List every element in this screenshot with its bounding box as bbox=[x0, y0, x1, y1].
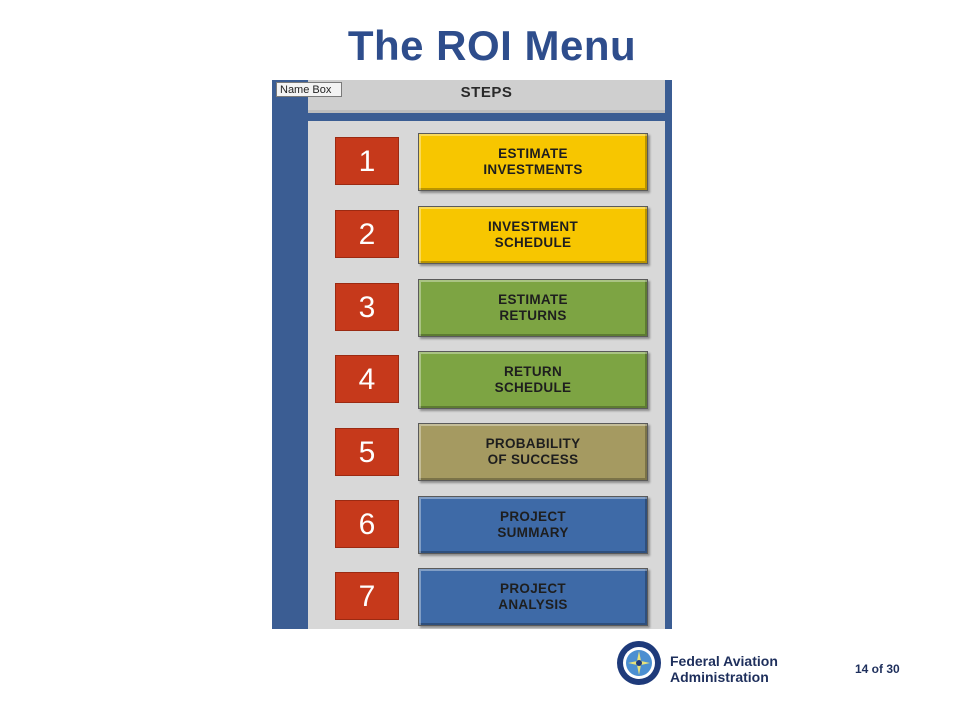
estimate-returns-button[interactable]: ESTIMATE RETURNS bbox=[418, 279, 648, 337]
name-box[interactable]: Name Box bbox=[276, 82, 342, 97]
step-number-5: 5 bbox=[335, 428, 399, 476]
faa-seal-icon bbox=[617, 641, 661, 685]
project-summary-button[interactable]: PROJECT SUMMARY bbox=[418, 496, 648, 554]
page-number: 14 of 30 bbox=[855, 662, 900, 676]
right-strip bbox=[665, 80, 672, 629]
step-number-7: 7 bbox=[335, 572, 399, 620]
divider-band bbox=[308, 113, 665, 121]
left-strip bbox=[272, 80, 308, 629]
step-number-1: 1 bbox=[335, 137, 399, 185]
roi-menu-panel: Name Box STEPS 1 ESTIMATE INVESTMENTS 2 … bbox=[272, 80, 672, 629]
steps-header: STEPS bbox=[308, 80, 665, 113]
steps-list: 1 ESTIMATE INVESTMENTS 2 INVESTMENT SCHE… bbox=[308, 121, 665, 629]
agency-line-2: Administration bbox=[670, 669, 769, 685]
slide-title: The ROI Menu bbox=[347, 22, 637, 69]
return-schedule-button[interactable]: RETURN SCHEDULE bbox=[418, 351, 648, 409]
step-number-2: 2 bbox=[335, 210, 399, 258]
step-number-4: 4 bbox=[335, 355, 399, 403]
step-number-3: 3 bbox=[335, 283, 399, 331]
project-analysis-button[interactable]: PROJECT ANALYSIS bbox=[418, 568, 648, 626]
estimate-investments-button[interactable]: ESTIMATE INVESTMENTS bbox=[418, 133, 648, 191]
investment-schedule-button[interactable]: INVESTMENT SCHEDULE bbox=[418, 206, 648, 264]
agency-name: Federal Aviation Administration bbox=[670, 653, 778, 685]
steps-title: STEPS bbox=[460, 84, 513, 101]
probability-of-success-button[interactable]: PROBABILITY OF SUCCESS bbox=[418, 423, 648, 481]
agency-line-1: Federal Aviation bbox=[670, 653, 778, 669]
step-number-6: 6 bbox=[335, 500, 399, 548]
